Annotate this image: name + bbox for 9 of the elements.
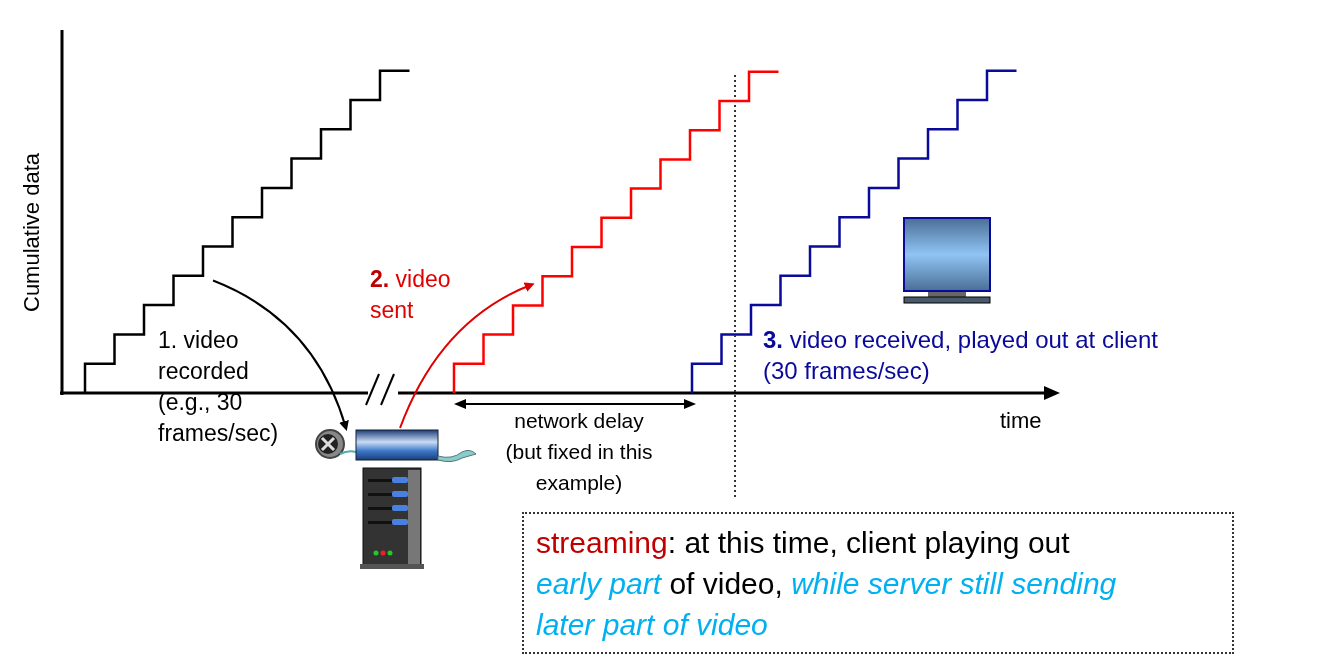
axis-title: Cumulative data <box>18 153 45 312</box>
note-text: streaming: at this time, client playing out early part of video, while server still sending later part of video <box>536 525 1118 643</box>
curved-arrow <box>399 282 535 429</box>
step-label: 2. video sent <box>370 265 452 325</box>
axis-title: time <box>1000 407 1043 435</box>
dimension-label: network delay (but fixed in this example) <box>504 408 654 496</box>
step-label: 3. video received, played out at client (30 frames/sec) <box>763 325 1159 386</box>
curved-arrow <box>212 279 349 431</box>
note-box <box>522 512 1234 654</box>
